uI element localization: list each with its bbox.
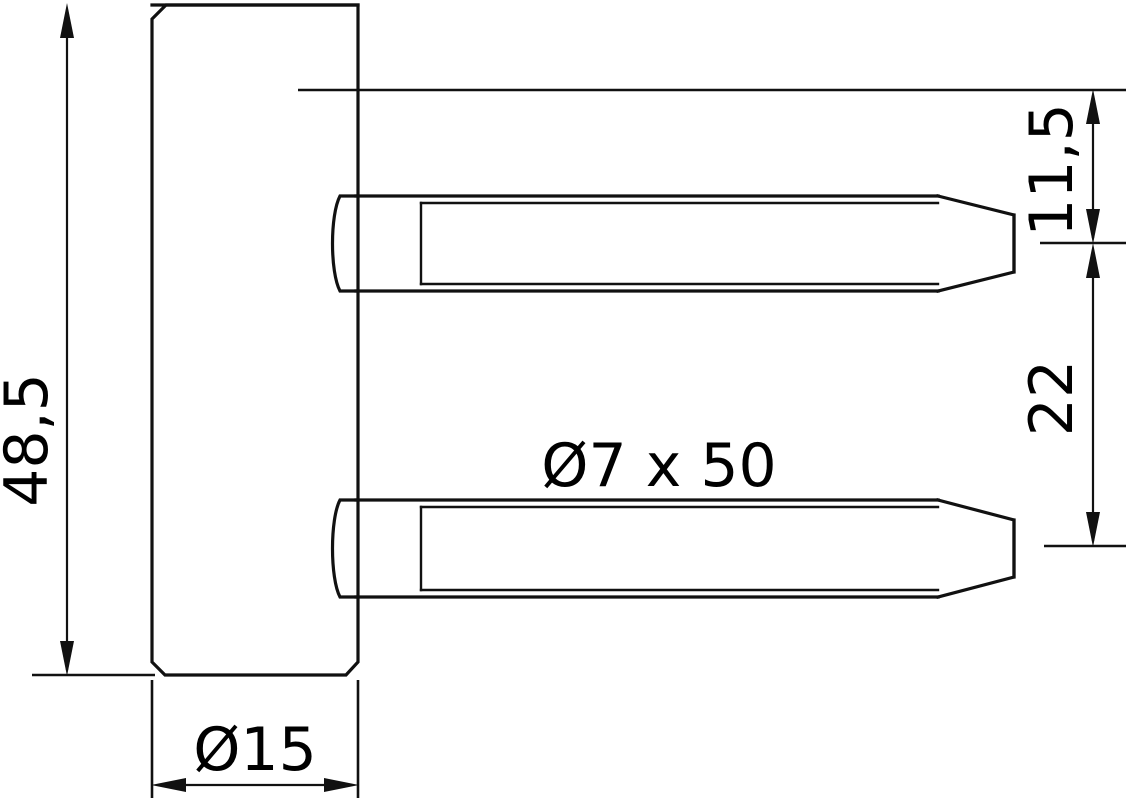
annotation-pin-size: Ø7 x 50 <box>541 431 776 501</box>
hinge-body-plate <box>150 3 360 677</box>
dimension-label-overall-height: 48,5 <box>0 373 62 507</box>
lower-pin <box>330 498 1016 599</box>
dimension-pin-spacing: 22 <box>1017 243 1100 547</box>
dimension-label-plate-width: Ø15 <box>193 715 317 785</box>
upper-pin <box>330 194 1016 293</box>
dimension-top-offset: 11,5 <box>1017 89 1100 244</box>
dimension-label-top-offset: 11,5 <box>1017 103 1087 237</box>
dimension-plate-width: Ø15 <box>151 715 359 792</box>
extension-lines <box>32 88 1126 798</box>
dimension-overall-height: 48,5 <box>0 3 74 676</box>
dimension-label-pin-spacing: 22 <box>1017 360 1087 436</box>
annotation-label-pin-size: Ø7 x 50 <box>541 431 776 501</box>
